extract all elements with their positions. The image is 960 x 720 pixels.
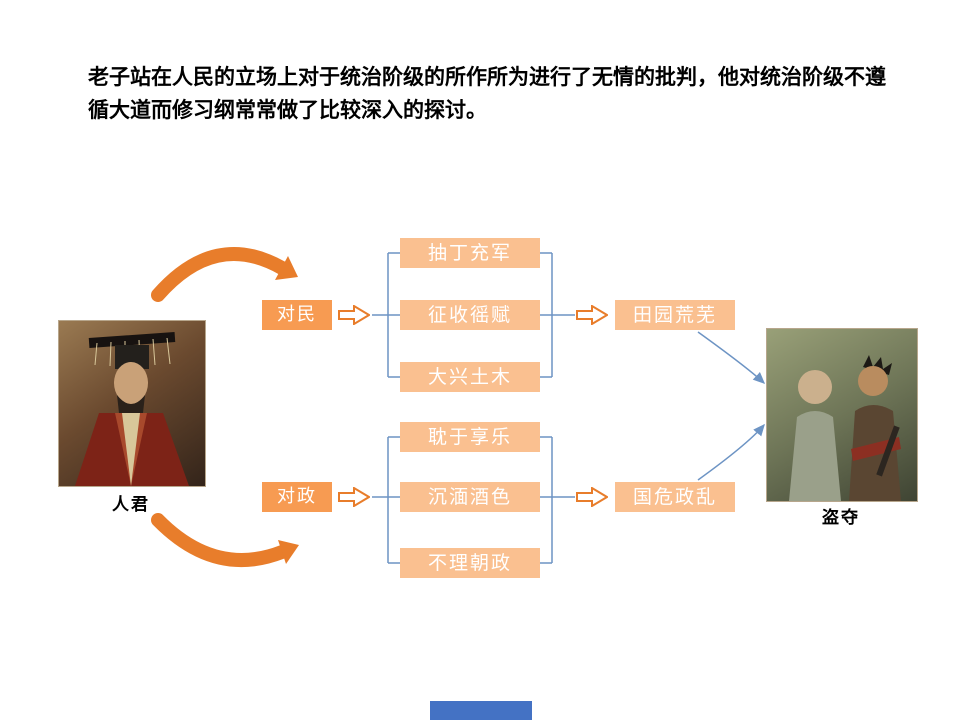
footer-accent-bar bbox=[430, 701, 532, 720]
blue-connector-top bbox=[697, 331, 766, 385]
block-arrow-icon bbox=[576, 305, 608, 325]
item-box: 抽丁充军 bbox=[400, 238, 540, 268]
block-arrow-icon bbox=[338, 487, 370, 507]
item-box: 征收徭赋 bbox=[400, 300, 540, 330]
bandits-image bbox=[766, 328, 918, 502]
curved-arrow-bottom-head-icon bbox=[278, 540, 299, 564]
item-box: 沉湎酒色 bbox=[400, 482, 540, 512]
result-box-chaos: 国危政乱 bbox=[615, 482, 735, 512]
item-box: 耽于享乐 bbox=[400, 422, 540, 452]
category-box-people: 对民 bbox=[262, 300, 332, 330]
blue-connector-bottom bbox=[697, 423, 765, 481]
bandits-art-icon bbox=[789, 355, 901, 501]
emperor-art-icon bbox=[75, 332, 189, 486]
block-arrow-icon bbox=[576, 487, 608, 507]
bandits-caption: 盗夺 bbox=[822, 508, 860, 528]
slide-title: 老子站在人民的立场上对于统治阶级的所作所为进行了无情的批判，他对统治阶级不遵循大… bbox=[88, 66, 886, 122]
curved-arrow-top bbox=[151, 247, 289, 302]
emperor-image bbox=[58, 320, 206, 487]
block-arrow-icon bbox=[338, 305, 370, 325]
item-box: 不理朝政 bbox=[400, 548, 540, 578]
result-box-fields: 田园荒芜 bbox=[615, 300, 735, 330]
curved-arrow-top-head-icon bbox=[275, 256, 298, 280]
curved-arrow-bottom bbox=[151, 513, 289, 568]
emperor-caption: 人君 bbox=[112, 495, 150, 515]
category-box-politics: 对政 bbox=[262, 482, 332, 512]
item-box: 大兴土木 bbox=[400, 362, 540, 392]
